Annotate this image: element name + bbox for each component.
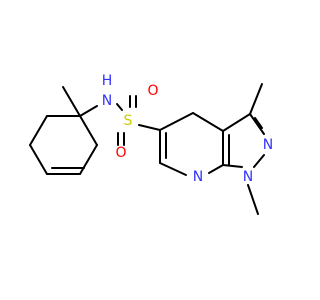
atom-label-nitrogen-pyrazole-1: N xyxy=(243,169,253,185)
cyclohexene-ring xyxy=(29,115,98,175)
bond xyxy=(222,164,243,168)
atom-label-h-amine: H xyxy=(102,73,113,89)
pyridine-ring xyxy=(159,112,230,176)
bond xyxy=(254,117,263,129)
molecule-structure: N H S O O N N N xyxy=(29,73,274,215)
bond xyxy=(29,144,48,175)
bond xyxy=(29,115,48,146)
atom-label-sulfur: S xyxy=(124,113,133,129)
atom-label-oxygen-bottom: O xyxy=(115,145,126,161)
bond xyxy=(138,124,161,131)
atom-label-oxygen-top: O xyxy=(147,83,158,99)
methyl-bond xyxy=(62,86,81,117)
pyrazole-ring xyxy=(222,113,265,168)
bond xyxy=(79,144,98,175)
bond xyxy=(116,103,123,111)
atom-label-n-amine: N xyxy=(102,93,112,109)
sulfonyl-group xyxy=(117,95,161,146)
bond xyxy=(79,105,98,117)
bond xyxy=(208,164,224,174)
bond xyxy=(253,154,265,168)
bond xyxy=(159,162,187,176)
atom-label-nitrogen-pyrazole-2: N xyxy=(263,137,273,153)
bond xyxy=(192,112,224,132)
bond xyxy=(222,113,251,132)
bond xyxy=(159,112,194,131)
bond xyxy=(249,113,265,135)
atom-labels: N H S O O N N N xyxy=(102,73,274,185)
methyl-bond xyxy=(247,184,259,215)
atom-label-nitrogen-pyridine: N xyxy=(193,169,203,185)
bond xyxy=(79,115,98,146)
methyl-bond xyxy=(249,83,263,115)
